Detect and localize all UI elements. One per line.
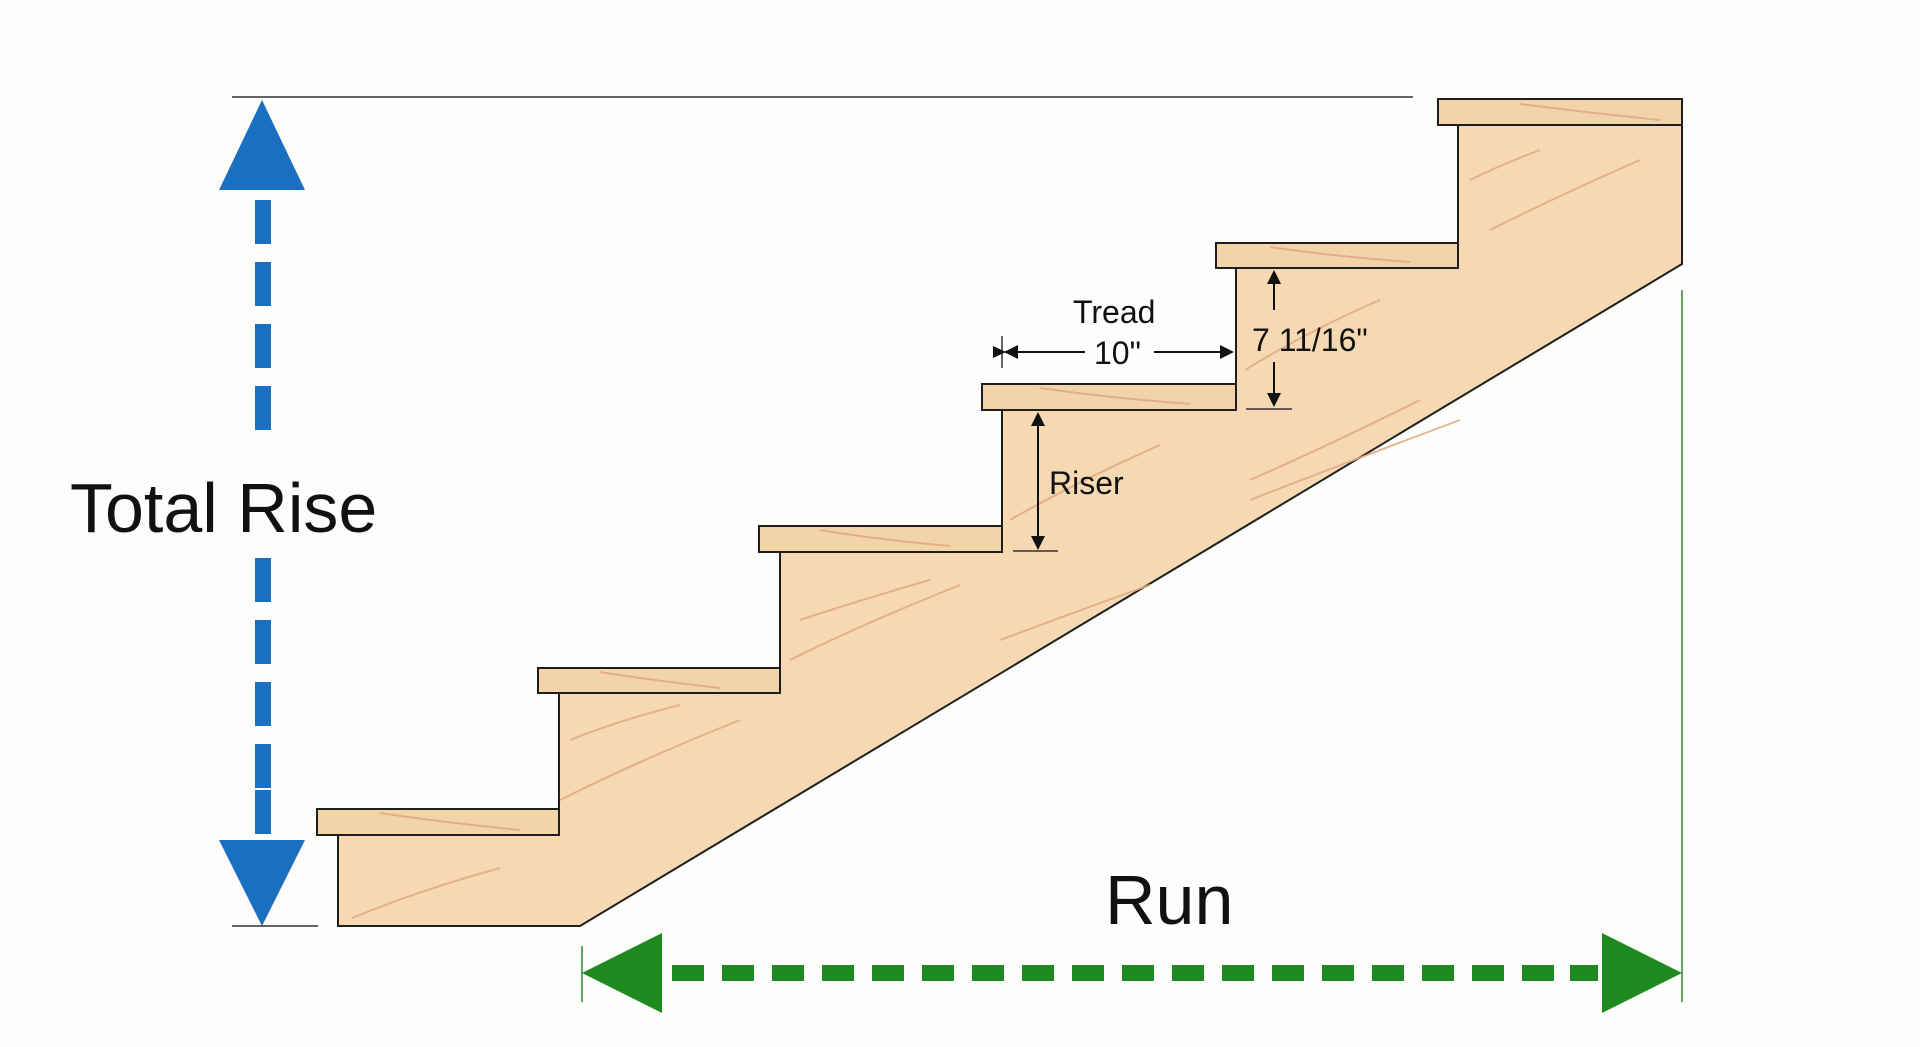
total-rise-label: Total Rise — [70, 469, 377, 547]
total-rise-arrow — [219, 100, 305, 926]
treads — [316, 98, 1683, 836]
tread-title-label: Tread — [1073, 294, 1155, 330]
stringer — [337, 124, 1683, 927]
riser-label: Riser — [1049, 465, 1124, 501]
riser-value-label: 7 11/16" — [1252, 322, 1368, 358]
riser-dimension — [1013, 412, 1058, 552]
run-label: Run — [1105, 861, 1233, 939]
stringer-grain — [351, 149, 1641, 919]
run-arrow — [582, 933, 1682, 1013]
tread-dimension — [993, 336, 1234, 368]
tread-1 — [316, 808, 560, 836]
tread-6 — [1437, 98, 1683, 126]
riser-height-dimension — [1246, 270, 1292, 410]
tread-grain — [379, 103, 1661, 831]
tread-value-label: 10" — [1094, 335, 1141, 371]
